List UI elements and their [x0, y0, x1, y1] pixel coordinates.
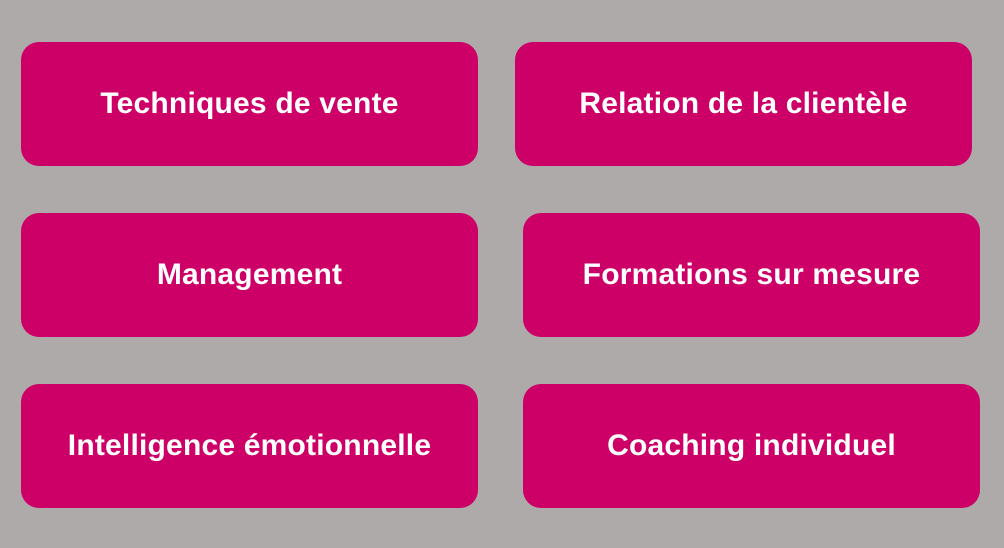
tile-label: Formations sur mesure	[582, 258, 921, 291]
tile-label: Relation de la clientèle	[579, 87, 908, 120]
tile-label: Management	[156, 258, 343, 291]
tile-management[interactable]: Management	[21, 213, 478, 337]
tile-techniques-de-vente[interactable]: Techniques de vente	[21, 42, 478, 166]
tile-formations-sur-mesure[interactable]: Formations sur mesure	[523, 213, 980, 337]
tile-intelligence-emotionnelle[interactable]: Intelligence émotionnelle	[21, 384, 478, 508]
tile-relation-de-la-clientele[interactable]: Relation de la clientèle	[515, 42, 972, 166]
tile-coaching-individuel[interactable]: Coaching individuel	[523, 384, 980, 508]
tile-label: Intelligence émotionnelle	[67, 429, 432, 462]
tile-label: Coaching individuel	[607, 429, 896, 462]
tile-label: Techniques de vente	[100, 87, 399, 120]
